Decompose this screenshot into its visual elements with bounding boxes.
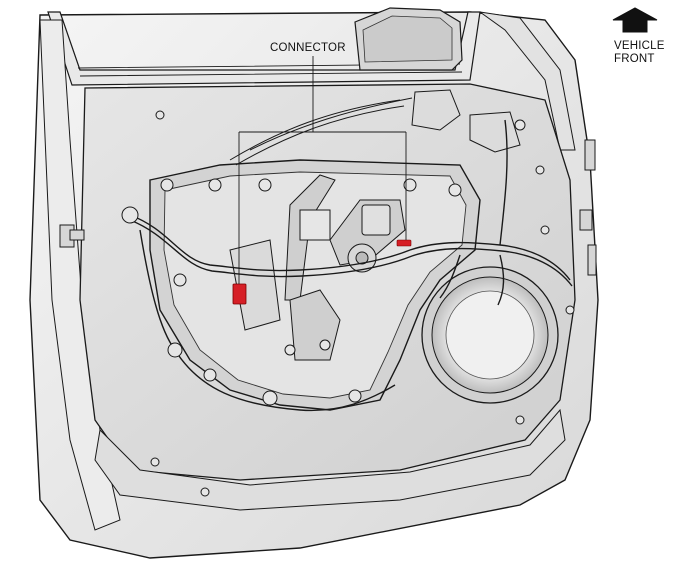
- wiring-harness: [129, 119, 573, 412]
- lower-panel-edge: [94, 408, 566, 511]
- vehicle-front-line2: FRONT: [614, 53, 655, 65]
- hinge-brackets: [579, 139, 597, 276]
- vehicle-front-line1: VEHICLE: [614, 40, 665, 52]
- window-sash: [47, 11, 481, 86]
- lock-assembly: [411, 89, 521, 153]
- connector-leader-lines: [238, 56, 407, 284]
- edge-clips: [59, 224, 85, 248]
- vehicle-front-label: VEHICLE FRONT: [614, 40, 665, 66]
- connector-left-highlight: [232, 283, 247, 305]
- speaker: [421, 266, 559, 404]
- connector-right-highlight: [396, 239, 412, 247]
- connector-callout-label: CONNECTOR: [270, 42, 346, 54]
- arrow-up-icon: [612, 7, 658, 33]
- front-pillar: [479, 11, 576, 151]
- mounting-bolts: [121, 110, 575, 497]
